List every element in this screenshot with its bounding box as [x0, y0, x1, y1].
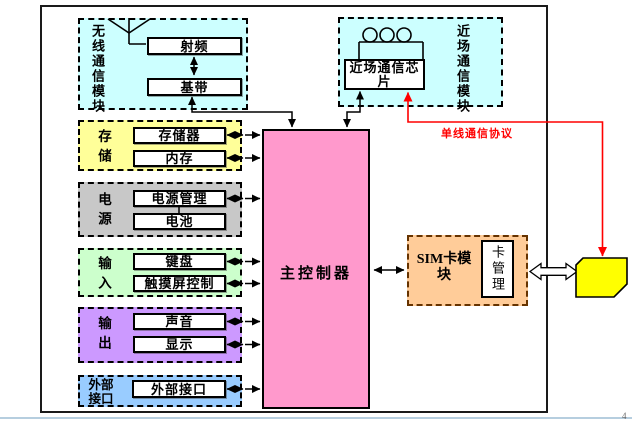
bottom-divider [0, 417, 632, 419]
external-port-box: 外部接口 [132, 380, 226, 398]
protocol-annotation: 单线通信协议 [441, 128, 513, 140]
rf-label: 射频 [180, 38, 209, 54]
external-module-label: 外部接口 [88, 378, 114, 406]
card-mgmt-box: 卡管理 [481, 240, 514, 298]
ram-box: 内存 [133, 150, 226, 167]
power-module-label: 电源 [96, 192, 111, 231]
display-box: 显示 [133, 336, 226, 353]
keyboard-box: 键盘 [133, 253, 226, 270]
battery-label: 电池 [165, 214, 194, 229]
memory-box: 存储器 [133, 127, 226, 144]
baseband-label: 基带 [180, 79, 209, 95]
input-module-label: 输入 [96, 256, 111, 295]
baseband-box: 基带 [147, 78, 242, 96]
output-module-label: 输出 [96, 316, 111, 355]
memory-label: 存储器 [158, 128, 201, 143]
sound-label: 声音 [165, 314, 194, 329]
display-label: 显示 [165, 337, 194, 352]
sim-card-label: SIM卡 [586, 275, 617, 285]
touchscreen-box: 触摸屏控制 [133, 275, 226, 292]
card-mgmt-label: 卡管理 [490, 245, 505, 293]
battery-box: 电池 [133, 213, 226, 230]
external-port-label: 外部接口 [150, 381, 207, 397]
main-controller-box: 主控制器 [262, 129, 370, 409]
power-mgmt-label: 电源管理 [151, 191, 208, 206]
storage-module-label: 存储 [96, 129, 111, 168]
rf-box: 射频 [147, 37, 242, 55]
sim-module-label: SIM卡模块 [416, 252, 472, 283]
keyboard-label: 键盘 [165, 254, 194, 269]
power-mgmt-box: 电源管理 [133, 190, 226, 207]
page-number: 4 [622, 411, 627, 421]
sound-box: 声音 [133, 313, 226, 330]
wireless-module-label: 无线通信模块 [90, 24, 105, 114]
nfc-chip-box: 近场通信芯片 [344, 59, 425, 90]
touchscreen-label: 触摸屏控制 [144, 276, 215, 291]
nfc-chip-label: 近场通信芯片 [349, 59, 420, 89]
ram-label: 内存 [165, 151, 194, 166]
main-controller-label: 主控制器 [279, 266, 352, 282]
nfc-module-label: 近场通信模块 [455, 24, 470, 114]
